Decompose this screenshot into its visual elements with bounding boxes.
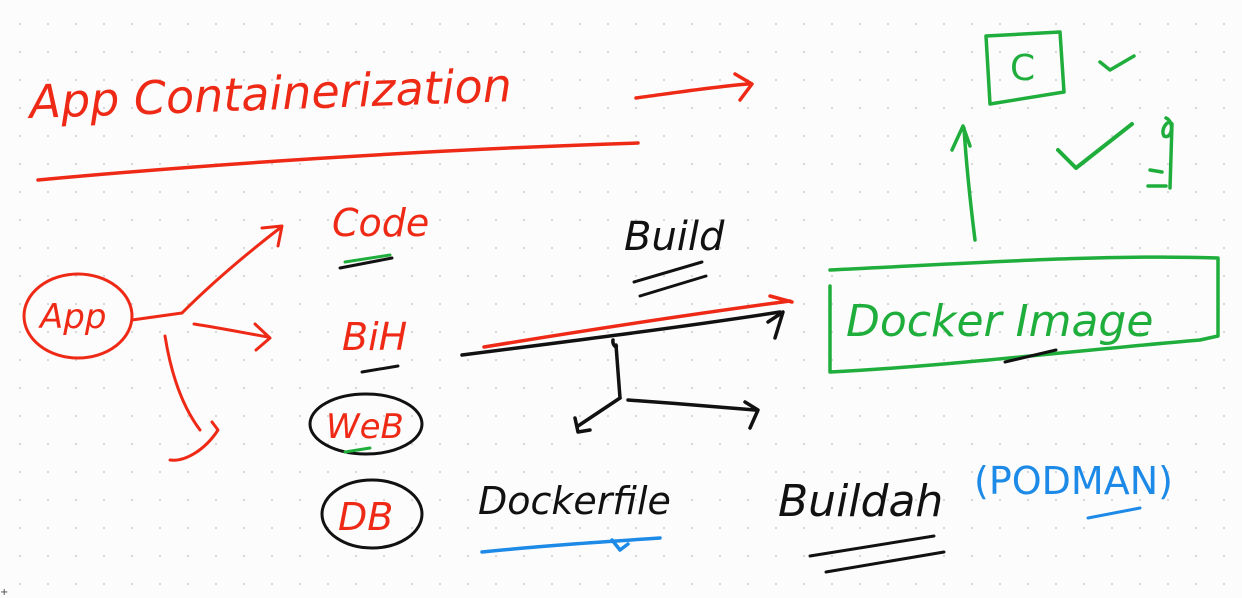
buildah-underline-1 bbox=[808, 534, 936, 558]
buildah-underline-2 bbox=[824, 550, 946, 574]
code-underline-black bbox=[338, 256, 394, 270]
dockerfile-underline bbox=[480, 536, 662, 554]
build-arrow-black bbox=[460, 310, 785, 357]
container-label: C bbox=[1010, 48, 1035, 89]
build-arrow-red bbox=[482, 294, 794, 349]
buildah-label: Buildah bbox=[778, 476, 943, 527]
podman-label: (PODMAN) bbox=[974, 459, 1173, 503]
checkmark-small bbox=[1098, 54, 1136, 72]
build-label: Build bbox=[624, 214, 725, 260]
pivot-arrow-left bbox=[573, 396, 622, 434]
corner-marker: + bbox=[0, 587, 9, 598]
docker-image-label: Docker Image bbox=[846, 296, 1153, 347]
branch-stem bbox=[130, 311, 184, 322]
web-label: WeB bbox=[326, 407, 404, 447]
scribble-mark bbox=[1146, 116, 1174, 190]
docker-image-box bbox=[828, 255, 1220, 374]
checkmark-large bbox=[1056, 122, 1134, 170]
code-underline-green bbox=[343, 253, 392, 264]
bin-underline bbox=[360, 364, 400, 374]
branch-arrow-down bbox=[163, 334, 220, 462]
podman-underline bbox=[1086, 506, 1142, 520]
pivot-arrow-right bbox=[626, 398, 760, 430]
web-underline bbox=[343, 446, 372, 454]
pivot-stem bbox=[611, 338, 622, 400]
db-label: DB bbox=[338, 495, 393, 539]
web-circle bbox=[308, 392, 424, 456]
db-circle bbox=[320, 478, 424, 550]
app-circle bbox=[22, 272, 134, 360]
container-box bbox=[984, 30, 1066, 106]
branch-arrow-to-code bbox=[180, 224, 284, 315]
branch-arrow-to-bin bbox=[192, 322, 272, 352]
title-underline bbox=[36, 141, 640, 182]
title-arrow bbox=[634, 72, 754, 102]
bin-label: BiH bbox=[342, 315, 407, 359]
image-to-container-arrow bbox=[950, 124, 977, 242]
docker-image-underline bbox=[1003, 348, 1058, 364]
code-label: Code bbox=[332, 201, 429, 245]
title-text: App Containerization bbox=[26, 58, 513, 129]
app-label: App bbox=[38, 297, 106, 337]
build-underline-1 bbox=[632, 260, 704, 284]
build-underline-2 bbox=[638, 274, 708, 298]
dockerfile-label: Dockerfile bbox=[478, 479, 671, 523]
